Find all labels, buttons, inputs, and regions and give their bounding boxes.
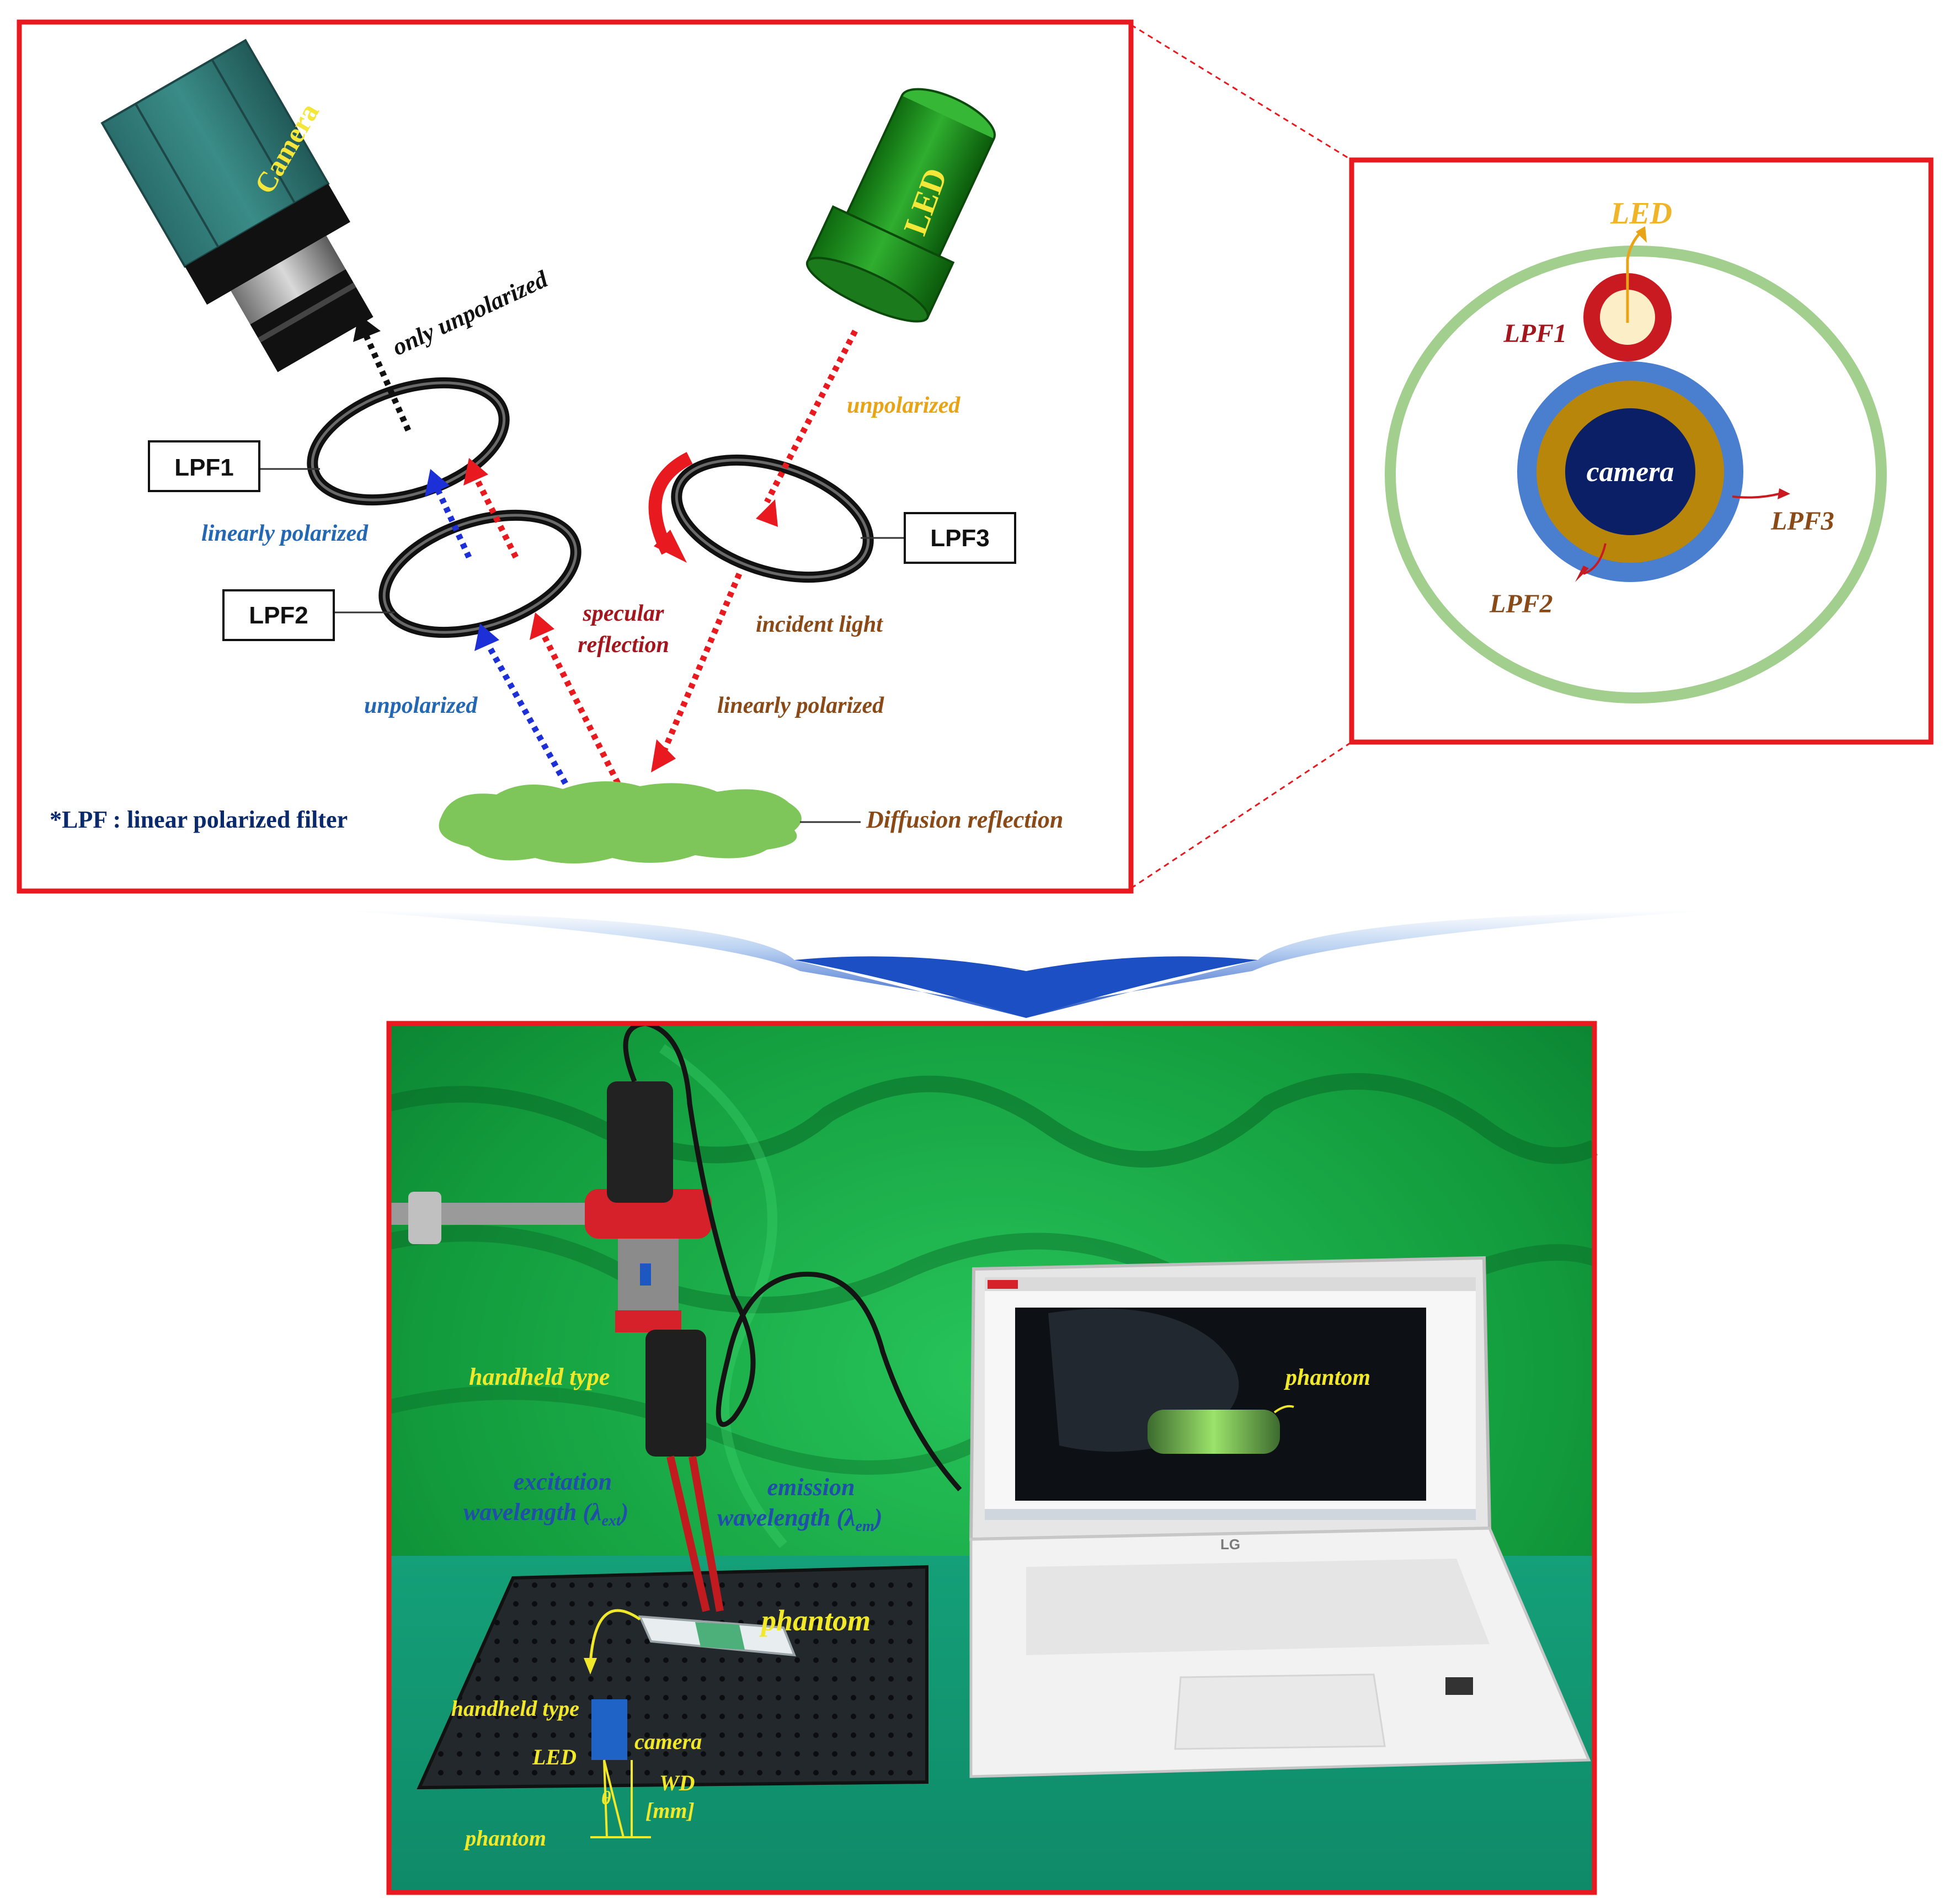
linearly-polarized-right-label: linearly polarized (717, 693, 884, 718)
specular-path-lower (538, 627, 621, 785)
laptop-taskbar (985, 1509, 1476, 1520)
inset-wd-label-line2: [mm] (645, 1798, 695, 1823)
inset-handheld-type-label: handheld type (451, 1696, 579, 1721)
arrowheads (353, 314, 778, 772)
handheld-type-label: handheld type (469, 1363, 610, 1390)
funnel-arrow (342, 910, 1710, 1018)
cross-section-led-label: LED (1610, 196, 1672, 231)
phantom-fluorescent-region (695, 1622, 745, 1650)
unpolarized-top-label: unpolarized (847, 393, 961, 418)
lpf-footnote: *LPF : linear polarized filter (50, 806, 348, 833)
cross-section-lpf3-label: LPF3 (1770, 506, 1834, 536)
funnel-arrow-tip (794, 956, 1258, 1018)
inset-wd-label-line1: WD (659, 1770, 695, 1795)
setup-photo: LG handheld type excitation wavelength (… (386, 1021, 1598, 1895)
lpf3-ring (671, 454, 874, 583)
emission-beam (689, 1455, 724, 1612)
device-knob (640, 1263, 651, 1286)
lpf1-box: LPF1 (148, 440, 320, 492)
cloth-fold-1 (387, 1073, 1598, 1168)
diffusion-reflection-label: Diffusion reflection (866, 806, 1063, 833)
cross-section-lpf1-label: LPF1 (1503, 319, 1567, 348)
device-top (607, 1081, 673, 1203)
device-cable (623, 1021, 962, 1492)
emission-label-line1: emission (767, 1474, 855, 1501)
led-icon (805, 88, 996, 323)
rotation-arrowhead (654, 530, 687, 563)
lpf3-pointer (1732, 493, 1780, 499)
photo-frame (386, 1021, 1597, 1895)
lpf2-pointer (1583, 543, 1607, 575)
laptop-brand: LG (1220, 1536, 1240, 1553)
screen-phantom-label: phantom (1284, 1365, 1370, 1390)
emission-label-line2: wavelength (λem) (717, 1504, 882, 1535)
laptop-touchpad (1174, 1673, 1386, 1750)
camera-icon (100, 39, 373, 372)
excitation-label-line2: wavelength (λext) (463, 1498, 628, 1529)
light-paths (361, 329, 858, 785)
lpf2-pointer-head (1575, 566, 1589, 582)
unpolarized-to-camera-path (361, 329, 412, 432)
camera-core (1565, 408, 1695, 535)
incident-path-upper (764, 329, 858, 504)
optical-breadboard (417, 1565, 929, 1790)
probe-cross-section: LED LPF1 camera LPF3 LPF2 (1349, 157, 1934, 745)
zoom-connector-top (1130, 24, 1352, 161)
phantom-label: phantom (759, 1604, 871, 1637)
incident-path-lower (659, 572, 743, 758)
unpolarized-bottom-label: unpolarized (364, 693, 478, 718)
cloth-fold-3 (387, 1385, 997, 1475)
lpf3-box: LPF3 (861, 512, 1016, 564)
linearly-polarized-left-label: linearly polarized (201, 521, 369, 546)
laptop-keyboard (1026, 1559, 1490, 1655)
blue-path-upper (433, 484, 472, 559)
inset-pointer-head (584, 1658, 597, 1674)
inset-led-label: LED (532, 1745, 577, 1769)
lpf2-ring (378, 509, 581, 638)
inset-axis-line (603, 1759, 608, 1838)
app-icon (988, 1280, 1018, 1289)
svg-text:LPF3: LPF3 (930, 525, 990, 552)
inset-camera-label: camera (634, 1729, 702, 1754)
svg-text:LPF1: LPF1 (174, 454, 234, 481)
clamp-knob (408, 1192, 441, 1244)
inset-pointer-curve (589, 1609, 641, 1664)
specular-label-line1: specular (583, 601, 665, 626)
zoom-connector-bottom (1130, 741, 1352, 889)
polarization-schematic: Camera LED LPF1 (17, 19, 1134, 894)
feed-phantom-glow (1148, 1410, 1280, 1454)
cloth-highlight (659, 1044, 787, 1548)
diffusion-surface (439, 781, 802, 863)
incident-light-label: incident light (756, 612, 883, 637)
screen-phantom-pointer (1273, 1405, 1294, 1414)
lpf3-pointer-head (1778, 488, 1790, 499)
excitation-beam (666, 1455, 710, 1612)
led-pointer-head (1636, 226, 1647, 243)
svg-text:LPF2: LPF2 (249, 602, 308, 629)
device-lower (645, 1330, 706, 1457)
cross-section-lpf2-label: LPF2 (1489, 589, 1553, 618)
inset-device-block (591, 1699, 627, 1760)
inset-theta-label: θ (601, 1788, 611, 1809)
cross-section-camera-label: camera (1587, 456, 1674, 488)
excitation-label-line1: excitation (514, 1468, 612, 1495)
laptop-sticker (1445, 1677, 1473, 1695)
rotation-arrow (648, 452, 693, 555)
inset-phantom-label: phantom (463, 1826, 546, 1850)
laptop-titlebar (985, 1277, 1476, 1291)
specular-label-line2: reflection (578, 632, 669, 658)
blue-path-lower (483, 638, 568, 785)
device-ring (615, 1310, 681, 1332)
lpf2-box: LPF2 (222, 589, 394, 641)
inset-angle-line (603, 1759, 625, 1838)
